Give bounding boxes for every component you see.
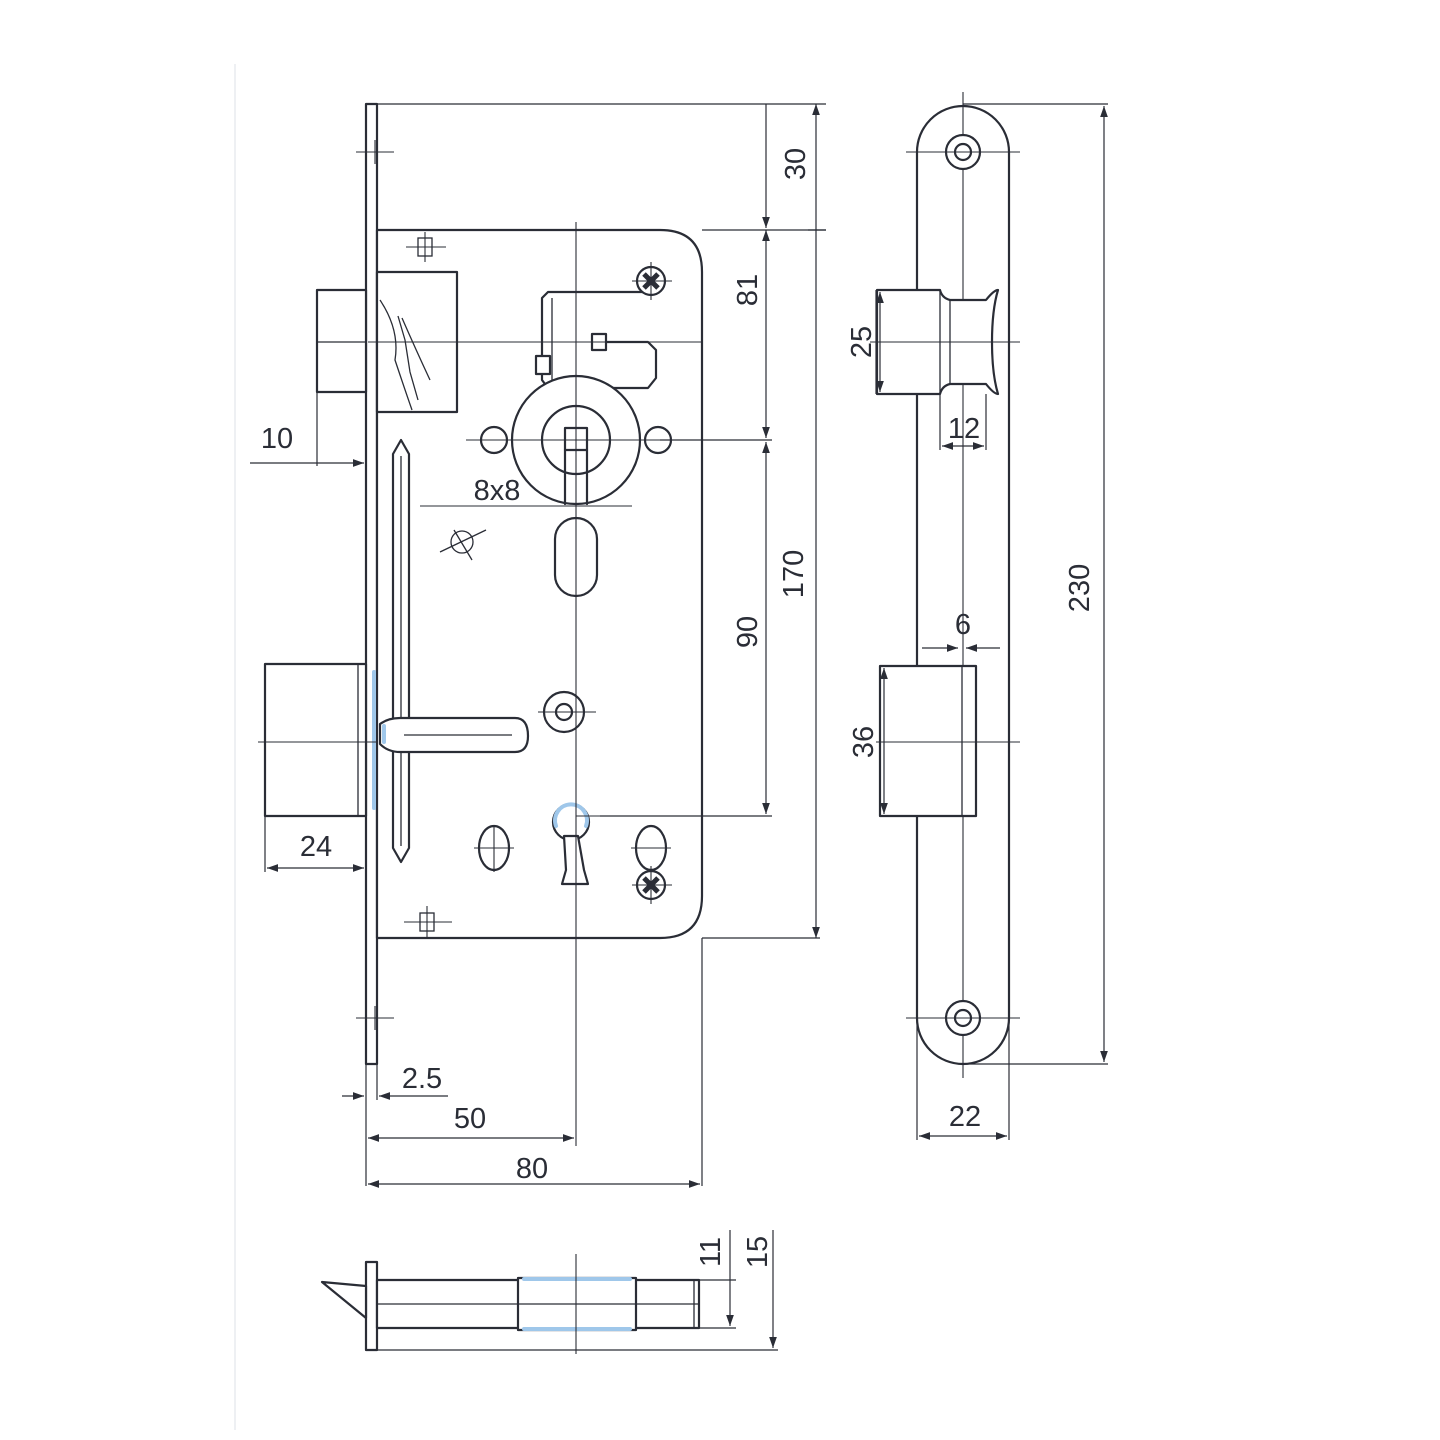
top-faceplate xyxy=(364,1260,379,1352)
page-margin-rule xyxy=(234,64,236,1430)
dim-6-label: 6 xyxy=(955,609,971,641)
front-dimension-lines xyxy=(250,104,826,1188)
front-view: 30 81 90 170 10 8x8 24 2.5 50 80 xyxy=(250,102,826,1188)
dim-12-label: 12 xyxy=(948,413,980,445)
dim-80-label: 80 xyxy=(516,1153,548,1185)
dim-2-5-label: 2.5 xyxy=(402,1063,442,1095)
dim-81-label: 81 xyxy=(732,274,764,306)
top-latch xyxy=(320,1280,368,1320)
slide-bar xyxy=(391,438,411,864)
side-view: 230 25 12 6 36 22 xyxy=(846,92,1108,1140)
dim-15-label: 15 xyxy=(742,1236,774,1268)
deadbolt xyxy=(263,662,376,818)
top-view: 11 15 xyxy=(320,1230,778,1354)
case-corner-marks xyxy=(404,232,452,938)
dim-25-label: 25 xyxy=(846,326,878,358)
bolt-opening xyxy=(876,664,1020,818)
dim-11-label: 11 xyxy=(695,1237,727,1267)
faceplate-screw-marks xyxy=(356,140,394,1030)
dim-22-label: 22 xyxy=(949,1101,981,1133)
dim-230-label: 230 xyxy=(1064,564,1096,612)
front-faceplate xyxy=(364,102,379,1066)
side-extension-lines xyxy=(875,103,1108,1140)
spring-mark xyxy=(439,529,487,561)
dim-90-label: 90 xyxy=(732,616,764,648)
latch-opening xyxy=(870,288,1020,396)
top-dimension-lines xyxy=(726,1230,777,1348)
dim-30-label: 30 xyxy=(780,148,812,180)
dim-36-label: 36 xyxy=(848,726,880,758)
side-dimension-lines xyxy=(876,106,1108,1140)
center-lines xyxy=(258,222,702,1146)
dim-10-label: 10 xyxy=(261,423,293,455)
dim-170-label: 170 xyxy=(778,550,810,598)
front-extension-lines xyxy=(264,103,826,1186)
dim-8x8-label: 8x8 xyxy=(474,475,521,507)
dim-24-label: 24 xyxy=(300,831,332,863)
faceplate-screw-top xyxy=(906,133,1020,171)
faceplate-screw-bottom xyxy=(906,999,1020,1037)
dim-50-label: 50 xyxy=(454,1103,486,1135)
keyhole xyxy=(551,802,591,886)
